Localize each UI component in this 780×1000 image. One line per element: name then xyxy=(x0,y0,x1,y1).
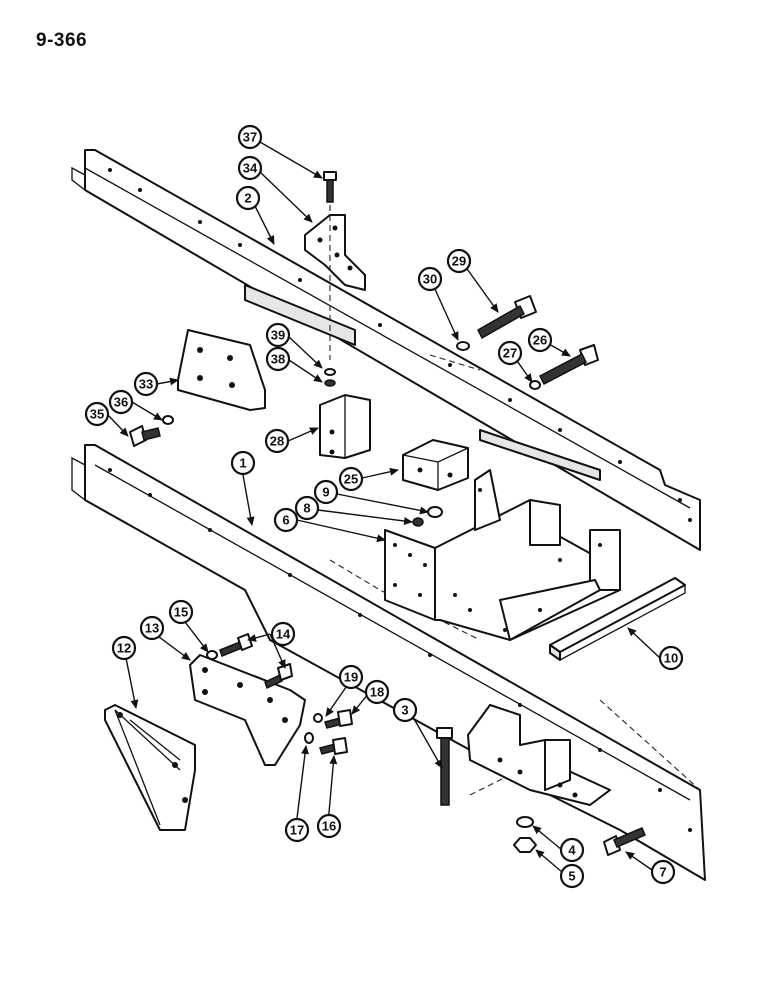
callout-33: 33 xyxy=(133,371,159,397)
svg-text:16: 16 xyxy=(322,819,336,834)
svg-text:37: 37 xyxy=(243,130,257,145)
callout-34: 34 xyxy=(237,155,263,181)
spacer-block-28 xyxy=(319,394,371,459)
floor-pan xyxy=(384,469,621,641)
svg-text:34: 34 xyxy=(243,161,258,176)
washer-8 xyxy=(412,517,424,527)
svg-text:2: 2 xyxy=(244,191,251,206)
callout-2: 2 xyxy=(235,185,261,211)
svg-text:30: 30 xyxy=(423,272,437,287)
washer-15 xyxy=(206,650,218,660)
washer-4 xyxy=(516,816,534,828)
callout-17: 17 xyxy=(284,817,310,843)
support-bracket xyxy=(177,329,266,411)
bolt-3 xyxy=(436,727,453,806)
svg-text:4: 4 xyxy=(568,843,576,858)
svg-text:26: 26 xyxy=(533,333,547,348)
page-number: 9-366 xyxy=(36,30,88,51)
svg-text:38: 38 xyxy=(271,352,285,367)
upper-frame-rail xyxy=(71,149,701,551)
mount-plate xyxy=(467,704,611,806)
svg-text:13: 13 xyxy=(145,621,159,636)
svg-text:14: 14 xyxy=(276,627,291,642)
spacer-block-25 xyxy=(402,439,469,491)
svg-text:33: 33 xyxy=(139,377,153,392)
bolt-35 xyxy=(129,425,161,447)
svg-text:6: 6 xyxy=(282,513,289,528)
bracket-12 xyxy=(104,704,196,831)
floor-pan-holes xyxy=(393,488,602,632)
upper-rail-holes xyxy=(108,168,692,522)
bolt-37 xyxy=(323,171,337,360)
svg-text:28: 28 xyxy=(270,434,284,449)
svg-text:15: 15 xyxy=(174,605,188,620)
svg-text:3: 3 xyxy=(401,703,408,718)
callout-7: 7 xyxy=(650,859,676,885)
bolt-16 xyxy=(319,737,348,755)
washer-9 xyxy=(427,506,443,518)
svg-text:7: 7 xyxy=(659,865,666,880)
callout-6: 6 xyxy=(273,507,299,533)
svg-text:39: 39 xyxy=(271,328,285,343)
callout-9: 9 xyxy=(313,479,339,505)
callout-36: 36 xyxy=(108,389,134,415)
svg-text:10: 10 xyxy=(664,651,678,666)
svg-text:1: 1 xyxy=(239,456,246,471)
bolt-18 xyxy=(324,709,353,729)
callout-39: 39 xyxy=(265,322,291,348)
washer-27 xyxy=(529,380,541,390)
svg-text:19: 19 xyxy=(344,670,358,685)
callout-16: 16 xyxy=(316,813,342,839)
svg-text:29: 29 xyxy=(452,254,466,269)
callout-28: 28 xyxy=(264,428,290,454)
callout-26: 26 xyxy=(527,327,553,353)
nut-38 xyxy=(324,379,336,387)
callout-25: 25 xyxy=(338,466,364,492)
svg-text:12: 12 xyxy=(117,641,131,656)
washer-36 xyxy=(162,415,174,425)
svg-text:8: 8 xyxy=(303,501,310,516)
callout-38: 38 xyxy=(265,346,291,372)
callout-14: 14 xyxy=(270,621,296,647)
svg-text:17: 17 xyxy=(290,823,304,838)
washer-17 xyxy=(304,732,314,744)
callout-27: 27 xyxy=(497,340,523,366)
top-bracket xyxy=(304,214,366,291)
washer-19 xyxy=(313,713,323,723)
callout-29: 29 xyxy=(446,248,472,274)
callout-10: 10 xyxy=(658,645,684,671)
bolt-26 xyxy=(539,344,599,386)
callout-5: 5 xyxy=(559,863,585,889)
bolts-14 xyxy=(219,633,293,690)
callout-15: 15 xyxy=(168,599,194,625)
bolt-7 xyxy=(603,827,646,856)
callout-30: 30 xyxy=(417,266,443,292)
callout-35: 35 xyxy=(84,401,110,427)
bolt-29 xyxy=(477,295,537,340)
callout-4: 4 xyxy=(559,837,585,863)
nut-5 xyxy=(513,837,537,853)
callout-18: 18 xyxy=(364,679,390,705)
svg-text:18: 18 xyxy=(370,685,384,700)
callout-37: 37 xyxy=(237,124,263,150)
svg-text:36: 36 xyxy=(114,395,128,410)
washer-39 xyxy=(324,368,336,376)
svg-text:35: 35 xyxy=(90,407,104,422)
callout-8: 8 xyxy=(294,495,320,521)
callout-3: 3 xyxy=(392,697,418,723)
lower-rail-holes xyxy=(108,468,692,832)
callout-19: 19 xyxy=(338,664,364,690)
svg-text:25: 25 xyxy=(344,472,358,487)
callout-12: 12 xyxy=(111,635,137,661)
svg-text:27: 27 xyxy=(503,346,517,361)
svg-text:9: 9 xyxy=(322,485,329,500)
leader-lines xyxy=(106,141,661,873)
bracket-13 xyxy=(189,654,306,766)
cross-bar xyxy=(549,577,686,661)
callout-1: 1 xyxy=(230,450,256,476)
callout-13: 13 xyxy=(139,615,165,641)
washer-30 xyxy=(456,341,470,351)
svg-text:5: 5 xyxy=(568,869,575,884)
